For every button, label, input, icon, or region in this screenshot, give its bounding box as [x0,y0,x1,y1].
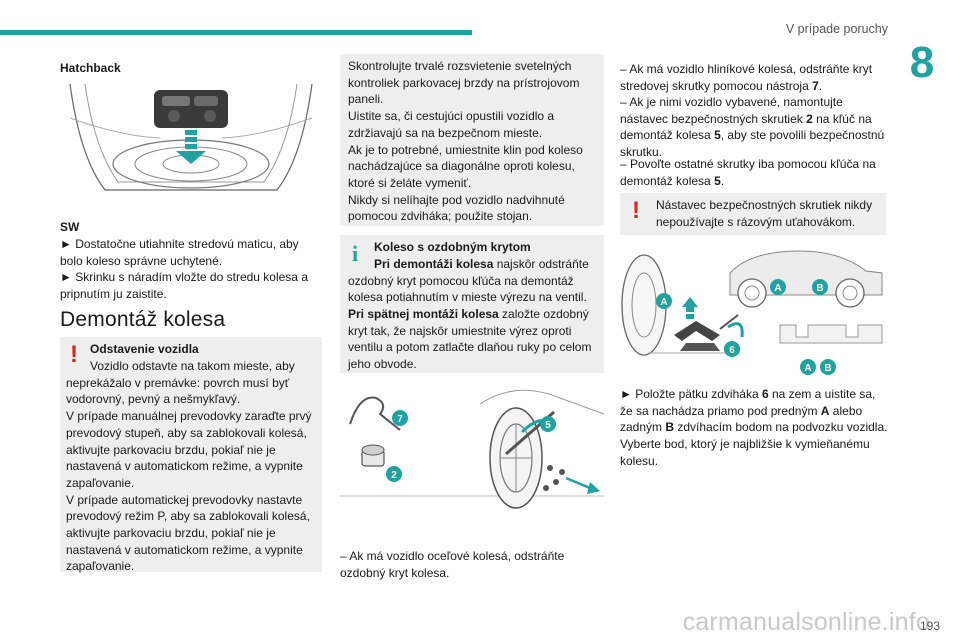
warning-box-parking: ! Odstavenie vozidla Vozidlo odstavte na… [60,337,322,574]
callout-5: 5 [545,420,551,431]
step-security-adapter: – Ak je nimi vozidlo vybavené, namontujt… [620,95,885,160]
info-title: Koleso s ozdobným krytom [374,240,531,254]
checks-text: Skontrolujte trvalé rozsvietenie sveteln… [348,59,583,224]
jack-points-illustration: A B A 6 A B [620,243,886,376]
watermark: carmanualsonline.info [682,608,930,636]
callout-A-jack: A [660,297,667,308]
callout-A-profile: A [804,363,811,374]
callout-6: 6 [729,345,735,356]
warning-icon: ! [70,341,78,368]
callout-B-car: B [816,283,823,294]
info-box-checks: Skontrolujte trvalé rozsvietenie sveteln… [340,54,604,226]
wheel-tools-illustration: 7 5 2 [340,384,605,516]
header-accent-bar [0,30,472,35]
warning-icon-2: ! [632,197,640,224]
warning-box-impact-wrench: ! Nástavec bezpečnostných skrutiek nikdy… [620,193,886,235]
info-icon: i [352,241,359,266]
warning-title: Odstavenie vozidla [90,342,199,356]
callout-2: 2 [391,470,397,481]
info-box-hubcap: i Koleso s ozdobným krytom Pri demontáži… [340,235,604,373]
step-position-jack: ► Položte pätku zdviháka 6 na zem a uist… [620,387,888,468]
steel-wheels-caption: – Ak má vozidlo oceľové kolesá, odstráňt… [340,549,565,580]
section-heading: Demontáž kolesa [60,308,226,331]
sw-label: SW [60,220,80,234]
info-text-refit: Pri spätnej montáži kolesa založte ozdob… [348,307,592,372]
step-alloy-wheels: – Ak má vozidlo hliníkové kolesá, odstrá… [620,62,873,93]
trunk-spare-wheel-illustration [60,78,322,204]
sw-instruction-2: ► Skrinku s náradím vložte do stredu kol… [60,270,308,301]
hatchback-label: Hatchback [60,61,121,75]
callout-B-profile: B [824,363,831,374]
sw-instruction-1: ► Dostatočne utiahnite stredovú maticu, … [60,237,299,268]
page-number: 193 [919,619,940,633]
step-loosen-bolts: – Povoľte ostatné skrutky iba pomocou kľ… [620,157,876,188]
warning-text-2: Nástavec bezpečnostných skrutiek nikdy n… [656,198,873,229]
chapter-number: 8 [909,38,935,87]
callout-7: 7 [397,414,403,425]
warning-text: Vozidlo odstavte na takom mieste, aby ne… [66,359,312,574]
section-title: V prípade poruchy [785,22,888,36]
info-text-removal: Pri demontáži kolesa najskôr odstráňte o… [348,257,589,305]
callout-A-car: A [774,283,781,294]
